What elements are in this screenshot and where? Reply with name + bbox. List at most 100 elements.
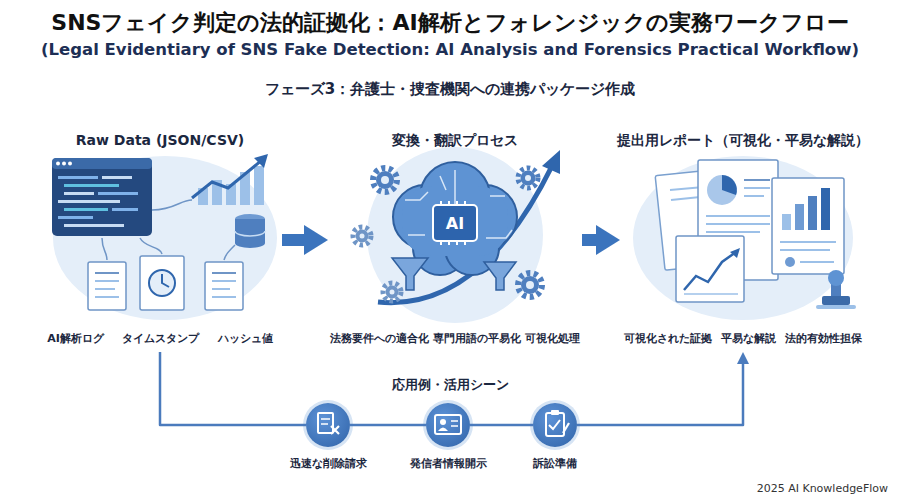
ai-process-illustration (383, 283, 401, 301)
scene-icon-glyph (318, 413, 333, 433)
report-illustration (722, 175, 737, 195)
ai-process-illustration (521, 171, 536, 186)
ai-process-illustration (526, 281, 534, 289)
ai-process-illustration (521, 276, 539, 294)
raw-data-illustration (254, 154, 268, 168)
panel-label: 平易な解説 (721, 331, 776, 346)
ai-process-illustration (518, 273, 542, 297)
raw-data-illustration (235, 214, 265, 224)
ai-process-illustration (518, 168, 538, 188)
scene-icon-glyph (451, 420, 458, 422)
raw-data-illustration (224, 245, 235, 260)
scene-icon-glyph (546, 413, 564, 436)
report-illustration (707, 175, 737, 205)
raw-data-illustration (152, 200, 192, 210)
watermark: 2025 AI KnowledgeFlow (757, 482, 888, 495)
report-illustration (706, 223, 770, 225)
ai-process-illustration (378, 166, 552, 303)
report-illustration (800, 261, 834, 263)
report-illustration (633, 156, 853, 320)
stage-panel: Raw Data (JSON/CSV)AI解析ログタイムスタンプハッシュ値 (38, 128, 282, 352)
ai-process-illustration (373, 168, 397, 192)
report-illustration (655, 169, 733, 271)
panel-label-row: AI解析ログタイムスタンプハッシュ値 (38, 331, 282, 346)
panel-label-row: 可視化された証拠平易な解説法的有効性担保 (620, 331, 866, 346)
raw-data-illustration (212, 296, 236, 298)
raw-data-illustration (68, 162, 72, 166)
ai-process-illustration (405, 170, 512, 238)
scene-caption: 迅速な削除請求 (290, 456, 367, 471)
raw-data-illustration (58, 216, 93, 219)
scene-icon-glyph (435, 415, 461, 434)
raw-data-illustration (226, 184, 236, 205)
raw-data-illustration (198, 188, 208, 205)
raw-data-illustration (64, 224, 124, 227)
report-illustration (744, 195, 764, 197)
report-illustration (828, 270, 844, 286)
raw-data-illustration (212, 288, 230, 290)
report-illustration (670, 186, 715, 190)
report-illustration (730, 248, 740, 258)
raw-data-illustration (52, 158, 152, 236)
scene-icon-glyph (321, 418, 330, 420)
panel-label: タイムスタンプ (122, 331, 199, 346)
ai-process-illustration (484, 262, 516, 290)
report-illustration (821, 188, 830, 230)
raw-data-illustration (112, 208, 138, 211)
scene-connector (160, 352, 306, 425)
raw-data-illustration (140, 256, 184, 310)
section-heading: 応用例・活用シーン (392, 376, 509, 394)
scene-icon-glyph (438, 428, 448, 432)
scene-caption: 訴訟準備 (533, 456, 577, 471)
diagram-title: SNSフェイク判定の法的証拠化：AI解析とフォレンジックの実務ワークフロー (51, 8, 848, 38)
ai-process-illustration (420, 162, 490, 232)
panel-label: 法務要件への適合化 (330, 331, 429, 346)
report-illustration (822, 296, 850, 305)
panel-label: 専門用語の平易化 (433, 331, 521, 346)
raw-data-illustration (212, 280, 236, 282)
report-illustration (816, 305, 856, 309)
scene-connector (470, 424, 533, 427)
raw-data-illustration (53, 156, 277, 320)
raw-data-illustration (254, 166, 264, 205)
raw-data-illustration (88, 262, 126, 310)
scene-connector (577, 364, 743, 425)
raw-data-illustration (62, 162, 66, 166)
report-illustration (808, 196, 817, 230)
ai-process-illustration (353, 227, 371, 245)
ai-process-illustration (360, 234, 365, 239)
ai-process-illustration (376, 171, 394, 189)
raw-data-illustration (212, 180, 222, 205)
raw-data-illustration (235, 231, 265, 236)
scene-icon-glyph (331, 426, 339, 434)
report-illustration (706, 231, 760, 233)
raw-data-illustration (212, 272, 236, 274)
report-illustration (676, 236, 744, 302)
report-illustration (780, 249, 830, 251)
ai-process-illustration (402, 186, 508, 256)
scene-icon: 迅速な削除請求 (306, 403, 350, 447)
flow-arrow (582, 234, 596, 246)
raw-data-illustration (235, 219, 265, 243)
report-illustration (744, 187, 770, 189)
raw-data-illustration (205, 262, 243, 310)
phase-heading: フェーズ3：弁護士・捜査機関への連携パッケージ作成 (265, 80, 635, 99)
raw-data-illustration (240, 172, 250, 205)
subtitle: (Legal Evidentiary of SNS Fake Detection… (41, 40, 859, 59)
panel-label: AI解析ログ (47, 331, 104, 346)
chip-label: AI (446, 214, 464, 233)
scene-icon-glyph (451, 425, 458, 427)
raw-data-illustration (140, 238, 162, 254)
raw-data-illustration (64, 208, 108, 211)
ai-process-illustration (390, 290, 395, 295)
panel-label: 可視化された証拠 (624, 331, 712, 346)
panel-heading: 変換・翻訳プロセス (392, 132, 518, 150)
panel-label: 可視化処理 (525, 331, 580, 346)
report-illustration (698, 160, 778, 280)
report-illustration (780, 241, 836, 243)
raw-data-illustration (192, 160, 262, 198)
ai-process-illustration (441, 201, 465, 245)
scene-connector (350, 424, 426, 427)
